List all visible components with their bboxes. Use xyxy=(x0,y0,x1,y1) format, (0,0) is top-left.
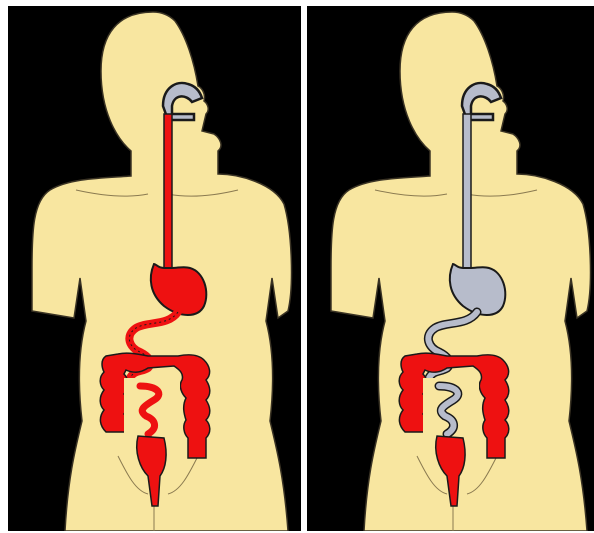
left-body-diagram xyxy=(8,6,301,531)
right-body-diagram xyxy=(307,6,594,531)
esophagus xyxy=(463,114,471,268)
left-panel xyxy=(8,6,301,531)
esophagus xyxy=(164,114,172,268)
right-panel xyxy=(307,6,594,531)
